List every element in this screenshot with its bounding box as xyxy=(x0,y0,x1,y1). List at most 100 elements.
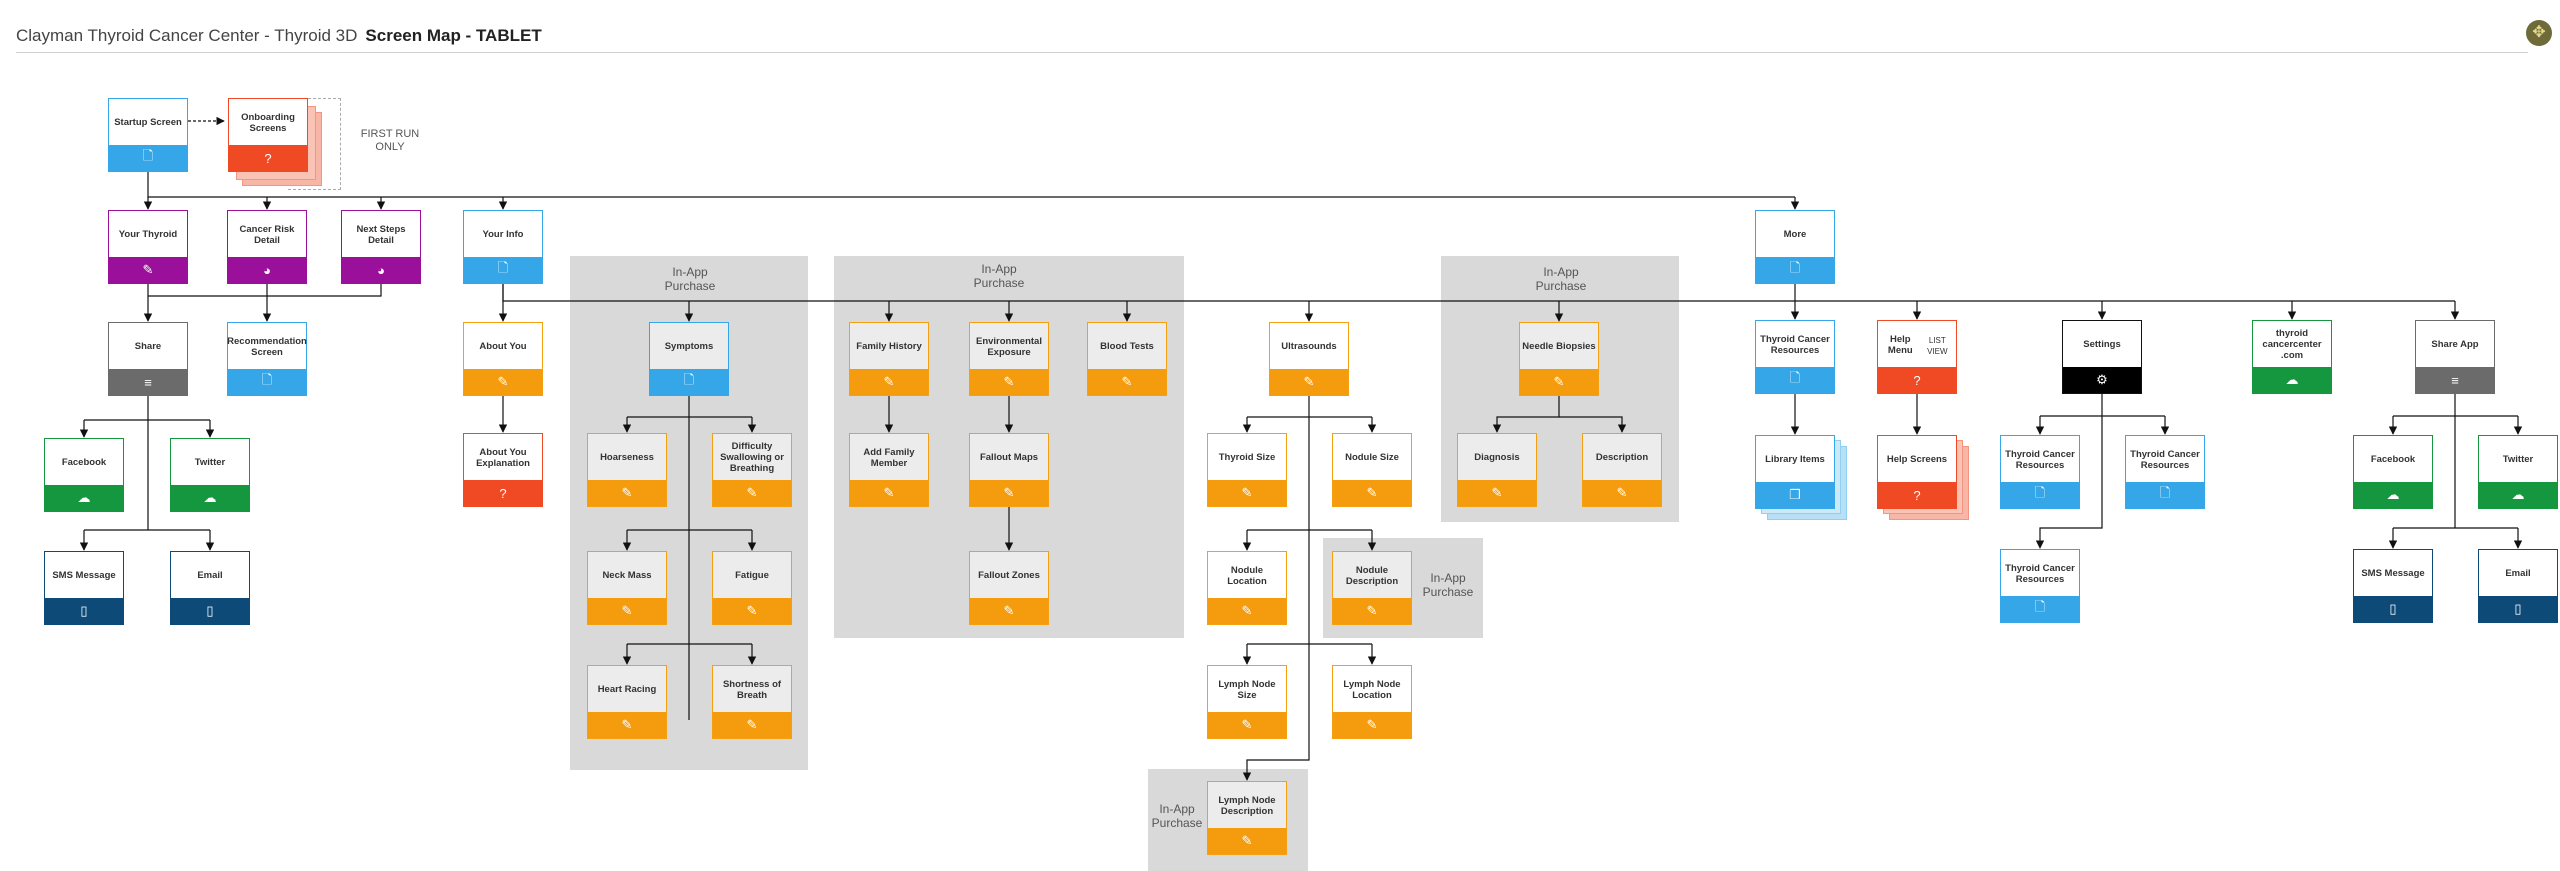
group-label: In-App Purchase xyxy=(1422,571,1474,599)
node-title: Share xyxy=(134,341,162,352)
screen-node-nodule-desc[interactable]: Nodule Description✎ xyxy=(1332,551,1412,625)
screen-node-label: Symptoms xyxy=(652,323,726,370)
edit-icon: ✎ xyxy=(588,598,666,624)
edit-icon: ✎ xyxy=(1458,480,1536,506)
edit-icon: ✎ xyxy=(588,712,666,738)
gauge-icon: ◕ xyxy=(342,257,420,283)
edit-icon: ✎ xyxy=(1208,480,1286,506)
screen-node-symptoms[interactable]: Symptoms🗋 xyxy=(649,322,729,396)
compass-icon[interactable]: ✥ xyxy=(2526,20,2552,46)
screen-node-next-steps[interactable]: Next Steps Detail◕ xyxy=(341,210,421,284)
screen-node-label: thyroid cancercenter .com xyxy=(2255,321,2329,368)
screen-node-fallout-zones[interactable]: Fallout Zones✎ xyxy=(969,551,1049,625)
node-title: Shortness of Breath xyxy=(722,678,782,701)
screen-node-fatigue[interactable]: Fatigue✎ xyxy=(712,551,792,625)
cloud-icon: ☁ xyxy=(171,485,249,511)
screen-node-label: Share xyxy=(111,323,185,370)
node-title: Facebook xyxy=(2370,454,2416,465)
node-title: Startup Screen xyxy=(114,117,182,128)
screen-node-description[interactable]: Description✎ xyxy=(1582,433,1662,507)
screen-node-swallowing[interactable]: Difficulty Swallowing or Breathing✎ xyxy=(712,433,792,507)
screen-node-add-family[interactable]: Add Family Member✎ xyxy=(849,433,929,507)
screen-node-twitter-l[interactable]: Twitter☁ xyxy=(170,438,250,512)
screen-node-label: Thyroid Size xyxy=(1210,434,1284,481)
screen-node-share-app[interactable]: Share App≡ xyxy=(2415,320,2495,394)
screen-node-about-expl[interactable]: About You Explanation? xyxy=(463,433,543,507)
screen-node-ultrasounds[interactable]: Ultrasounds✎ xyxy=(1269,322,1349,396)
screen-node-tcr-set3[interactable]: Thyroid Cancer Resources🗋 xyxy=(2000,549,2080,623)
screen-node-settings[interactable]: Settings⚙ xyxy=(2062,320,2142,394)
cloud-icon: ☁ xyxy=(2479,482,2557,508)
screen-node-label: Your Info xyxy=(466,211,540,258)
screen-node-cancer-risk[interactable]: Cancer Risk Detail◕ xyxy=(227,210,307,284)
screen-node-facebook-l[interactable]: Facebook☁ xyxy=(44,438,124,512)
screen-node-neck-mass[interactable]: Neck Mass✎ xyxy=(587,551,667,625)
node-title: thyroid cancercenter .com xyxy=(2262,328,2322,361)
edit-icon: ✎ xyxy=(1208,712,1286,738)
screen-node-twitter-r[interactable]: Twitter☁ xyxy=(2478,435,2558,509)
screen-node-sms-r[interactable]: SMS Message▯ xyxy=(2353,549,2433,623)
screen-node-label: Description xyxy=(1585,434,1659,481)
screen-node-email-l[interactable]: Email▯ xyxy=(170,551,250,625)
screen-node-lymph-size[interactable]: Lymph Node Size✎ xyxy=(1207,665,1287,739)
document-icon: 🗋 xyxy=(1756,367,1834,393)
screen-node-env[interactable]: Environmental Exposure✎ xyxy=(969,322,1049,396)
copy-icon: ❐ xyxy=(1756,482,1834,508)
menu-icon: ≡ xyxy=(109,369,187,395)
screen-node-label: Diagnosis xyxy=(1460,434,1534,481)
screen-node-share[interactable]: Share ≡ xyxy=(108,322,188,396)
screen-node-startup[interactable]: Startup Screen🗋 xyxy=(108,98,188,172)
screen-node-label: SMS Message xyxy=(2356,550,2430,597)
screen-node-heart[interactable]: Heart Racing✎ xyxy=(587,665,667,739)
screen-node-recommendation[interactable]: Recommendation Screen🗋 xyxy=(227,322,307,396)
screen-node-facebook-r[interactable]: Facebook☁ xyxy=(2353,435,2433,509)
group-label: In-App Purchase xyxy=(973,262,1025,290)
edit-icon: ✎ xyxy=(1270,369,1348,395)
screen-node-label: Needle Biopsies xyxy=(1522,323,1596,370)
screen-node-label: Shortness of Breath xyxy=(715,666,789,713)
node-title: Recommendation Screen xyxy=(227,335,307,358)
screen-node-tcr-set2[interactable]: Thyroid Cancer Resources🗋 xyxy=(2125,435,2205,509)
screen-node-sms-l[interactable]: SMS Message▯ xyxy=(44,551,124,625)
screen-node-label: SMS Message xyxy=(47,552,121,599)
screen-node-help-screens[interactable]: Help Screens? xyxy=(1877,435,1957,509)
screen-node-email-r[interactable]: Email▯ xyxy=(2478,549,2558,623)
screen-node-needle[interactable]: Needle Biopsies✎ xyxy=(1519,322,1599,396)
screen-node-label: Fallout Zones xyxy=(972,552,1046,599)
screen-node-thyroid-size[interactable]: Thyroid Size✎ xyxy=(1207,433,1287,507)
screen-node-nodule-loc[interactable]: Nodule Location✎ xyxy=(1207,551,1287,625)
node-title: Hoarseness xyxy=(600,452,654,463)
screen-node-label: Settings xyxy=(2065,321,2139,368)
group-label: In-App Purchase xyxy=(1535,265,1587,293)
screen-node-label: Facebook xyxy=(47,439,121,486)
screen-node-breath[interactable]: Shortness of Breath✎ xyxy=(712,665,792,739)
screen-node-onboarding[interactable]: Onboarding Screens? xyxy=(228,98,308,172)
screen-node-blood[interactable]: Blood Tests✎ xyxy=(1087,322,1167,396)
screen-node-more[interactable]: More🗋 xyxy=(1755,210,1835,284)
screen-node-hoarseness[interactable]: Hoarseness✎ xyxy=(587,433,667,507)
screen-node-fallout-maps[interactable]: Fallout Maps✎ xyxy=(969,433,1049,507)
screen-node-nodule-size[interactable]: Nodule Size✎ xyxy=(1332,433,1412,507)
node-title: Help Menu xyxy=(1887,333,1913,356)
screen-node-family[interactable]: Family History✎ xyxy=(849,322,929,396)
node-title: Description xyxy=(1595,452,1649,463)
screen-node-tcr-more[interactable]: Thyroid Cancer Resources🗋 xyxy=(1755,320,1835,394)
node-title: Facebook xyxy=(61,457,107,468)
screen-node-label: Lymph Node Description xyxy=(1210,782,1284,829)
screen-node-lymph-desc[interactable]: Lymph Node Description✎ xyxy=(1207,781,1287,855)
node-title: Cancer Risk Detail xyxy=(239,223,295,246)
screen-node-website[interactable]: thyroid cancercenter .com☁ xyxy=(2252,320,2332,394)
screen-node-about-you[interactable]: About You✎ xyxy=(463,322,543,396)
screen-node-label: Facebook xyxy=(2356,436,2430,483)
screen-node-diagnosis[interactable]: Diagnosis✎ xyxy=(1457,433,1537,507)
screen-node-library[interactable]: Library Items❐ xyxy=(1755,435,1835,509)
screen-node-label: Thyroid Cancer Resources xyxy=(2003,436,2077,483)
phone-icon: ▯ xyxy=(171,598,249,624)
node-title: Fallout Zones xyxy=(978,570,1040,581)
screen-node-label: Thyroid Cancer Resources xyxy=(2003,550,2077,597)
screen-node-your-thyroid[interactable]: Your Thyroid✎ xyxy=(108,210,188,284)
screen-node-tcr-set1[interactable]: Thyroid Cancer Resources🗋 xyxy=(2000,435,2080,509)
screen-node-your-info[interactable]: Your Info🗋 xyxy=(463,210,543,284)
screen-node-lymph-loc[interactable]: Lymph Node Location✎ xyxy=(1332,665,1412,739)
